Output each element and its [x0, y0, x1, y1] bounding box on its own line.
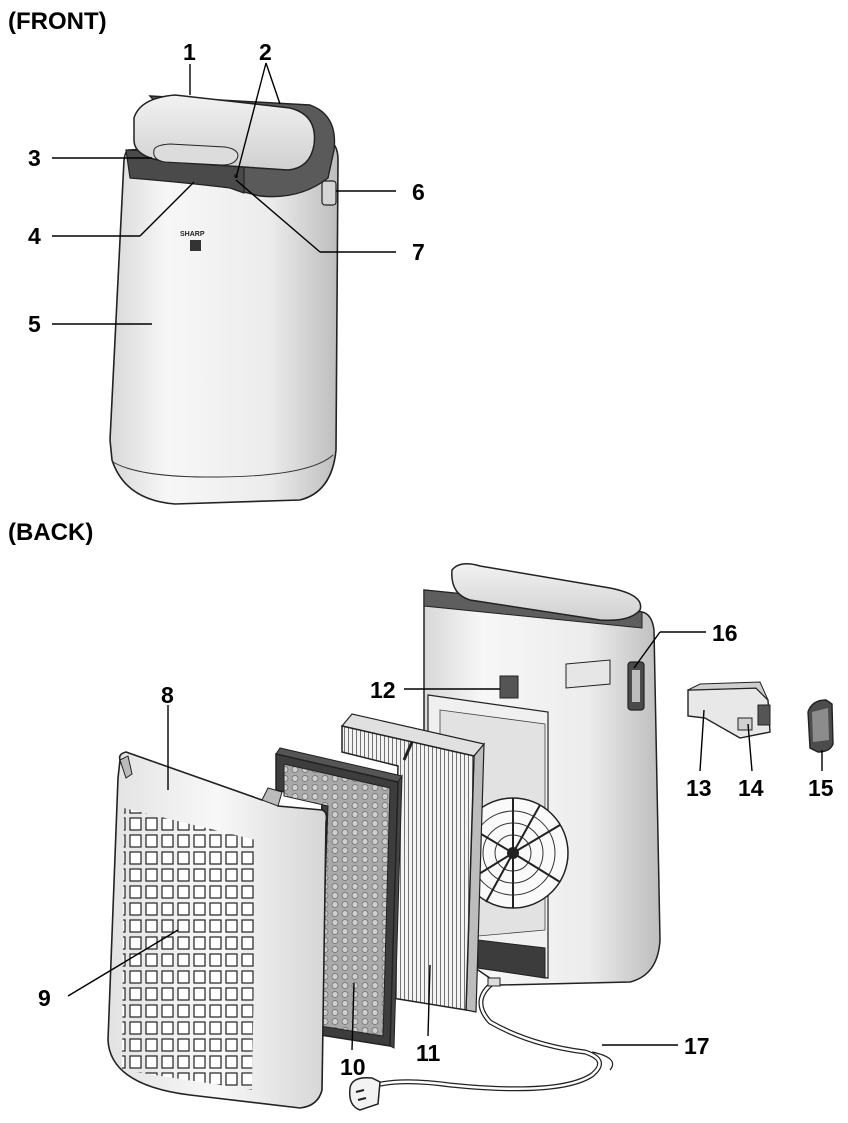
- front-base: [112, 454, 334, 478]
- callout-15: 15: [808, 775, 834, 801]
- rear-slot: [499, 675, 519, 699]
- back-top-cover: [451, 563, 642, 622]
- callout-12: 12: [370, 677, 396, 703]
- callout-5: 5: [28, 311, 41, 337]
- front-purifier: SHARP: [109, 94, 339, 505]
- front-section-title: (FRONT): [8, 8, 107, 35]
- cord-wire-highlight: [371, 981, 601, 1090]
- callout-4: 4: [28, 223, 41, 249]
- holder-top-edge: [687, 681, 769, 701]
- holder-tab: [737, 717, 753, 731]
- callout-10: 10: [340, 1054, 366, 1080]
- rear-panel-hook-left: [119, 755, 133, 779]
- callout-numbers: 1 2 3 4 5 6 7 8 9 10 11 12 13 14 15 16 1…: [28, 39, 834, 1080]
- small-cap-face: [812, 708, 829, 742]
- power-plug: [348, 1076, 381, 1111]
- back-leader-lines: [67, 631, 823, 1051]
- brand-logo: SHARP: [180, 231, 205, 238]
- callout-16: 16: [712, 620, 738, 646]
- part-15-cap: [807, 699, 834, 753]
- callout-14: 14: [738, 775, 764, 801]
- back-handle-recess: [565, 659, 611, 689]
- callout-9: 9: [38, 985, 51, 1011]
- plug-pin-1: [355, 1089, 365, 1093]
- rear-panel-grill: [122, 808, 256, 1090]
- callout-8: 8: [161, 682, 174, 708]
- cord-connector: [487, 977, 501, 987]
- plasmacluster-icon: [190, 240, 201, 251]
- cord-break-mark: [591, 1051, 614, 1071]
- callout-1: 1: [183, 39, 196, 65]
- callout-3: 3: [28, 145, 41, 171]
- callout-13: 13: [686, 775, 712, 801]
- rear-panel: [107, 751, 328, 1109]
- side-handle: [321, 180, 337, 206]
- part-13-14-assembly: [687, 681, 771, 739]
- front-body: [109, 139, 339, 505]
- callout-6: 6: [412, 179, 425, 205]
- rear-panel-hook-right: [261, 787, 283, 807]
- tank-slot-inner: [632, 670, 640, 702]
- callout-2: 2: [259, 39, 272, 65]
- holder-latch: [757, 704, 771, 726]
- front-leader-lines: [52, 62, 396, 325]
- power-cord: [348, 977, 614, 1111]
- display-window: [153, 143, 239, 166]
- callout-17: 17: [684, 1033, 710, 1059]
- carbon-filter: [275, 747, 403, 1049]
- callout-7: 7: [412, 239, 425, 265]
- fan-guard: [457, 797, 569, 909]
- plug-pin-2: [357, 1097, 367, 1101]
- back-section-title: (BACK): [8, 519, 93, 546]
- hepa-tab: [402, 741, 414, 761]
- callout-11: 11: [416, 1040, 441, 1066]
